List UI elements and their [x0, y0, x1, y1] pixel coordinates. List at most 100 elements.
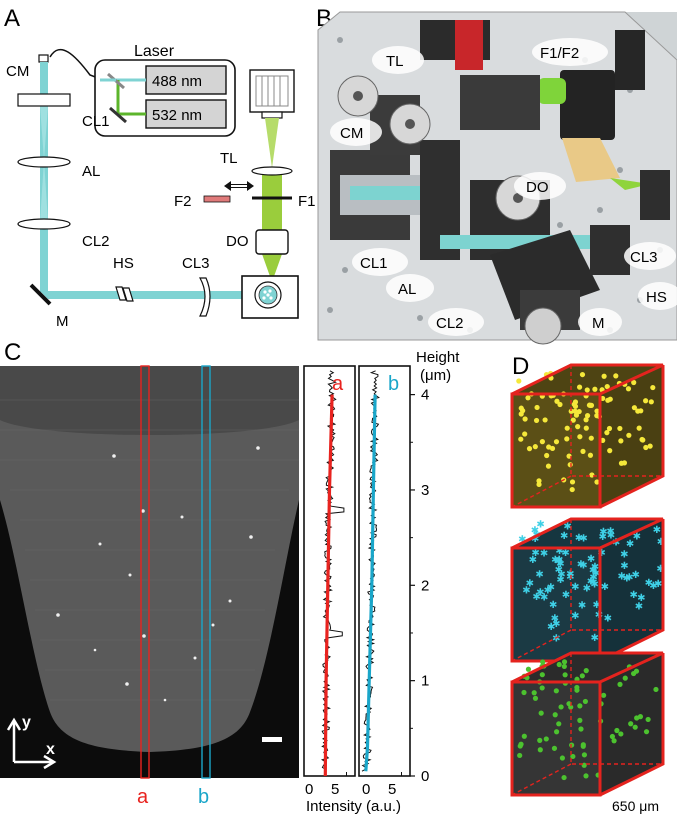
bead-marker: ✱ — [556, 575, 564, 586]
bead-marker — [577, 703, 583, 709]
bead-marker — [551, 745, 558, 751]
height-tick-label: 3 — [421, 482, 429, 499]
bead-marker — [607, 447, 613, 454]
bead-marker — [580, 448, 586, 454]
bead-marker — [594, 413, 600, 419]
bead-marker — [601, 373, 607, 379]
height-tick-label: 4 — [421, 387, 429, 404]
b-label-do: DO — [526, 179, 549, 196]
bead-marker — [570, 417, 576, 423]
xy-axes-icon — [6, 717, 57, 770]
bead-marker: ✱ — [589, 566, 597, 577]
intensity-tick-b0: 0 — [362, 781, 370, 798]
cm-coupler — [38, 54, 49, 63]
bead-marker — [631, 405, 637, 411]
height-axis-title: Height — [416, 349, 460, 366]
bead-marker: ✱ — [578, 601, 586, 612]
bead-marker — [647, 443, 653, 449]
label-tl: TL — [220, 150, 238, 167]
bead-marker: ✱ — [554, 557, 562, 568]
bead-marker — [618, 460, 625, 466]
bead-marker: ✱ — [560, 531, 568, 542]
bead-marker — [643, 729, 650, 735]
bead-marker — [537, 747, 543, 753]
bead-marker — [526, 446, 533, 452]
bead-marker: ✱ — [536, 520, 544, 531]
bead-marker — [577, 717, 583, 723]
bead-marker: ✱ — [654, 579, 662, 590]
bead-marker — [622, 675, 628, 681]
intensity-axis-label: Intensity (a.u.) — [306, 798, 401, 815]
bead-marker — [554, 398, 560, 404]
bead-marker — [625, 386, 632, 392]
bead-marker — [614, 727, 620, 734]
cube-yellow — [510, 363, 665, 509]
bead-marker — [604, 430, 610, 436]
bead-marker: ✱ — [592, 568, 600, 579]
bead-marker: ✱ — [522, 585, 530, 596]
bead-marker: ✱ — [531, 548, 539, 559]
intensity-tick-b5: 5 — [388, 781, 396, 798]
bead-marker: ✱ — [562, 590, 570, 601]
bead-marker — [540, 659, 546, 665]
bead-marker — [573, 412, 580, 418]
bead-marker — [564, 425, 570, 431]
tl-lens — [251, 166, 293, 176]
height-tick-label: 2 — [421, 577, 429, 594]
line-a-marker — [140, 365, 150, 779]
fit-trace-a — [323, 394, 334, 777]
b-label-m: M — [592, 315, 605, 332]
panel-label-a: A — [4, 5, 20, 32]
bead-marker: ✱ — [612, 537, 620, 548]
bead-marker: ✱ — [597, 548, 605, 559]
bead-marker: ✱ — [535, 570, 543, 581]
bead-marker — [577, 434, 583, 440]
bead-marker — [609, 733, 615, 740]
bead-marker — [537, 737, 543, 743]
bead-marker — [583, 425, 589, 431]
bead-marker: ✱ — [589, 572, 597, 583]
bead-marker — [601, 692, 607, 698]
b-label-cl1: CL1 — [360, 255, 388, 272]
bead-marker: ✱ — [555, 546, 563, 557]
raw-trace-a — [320, 370, 345, 772]
bead-marker — [568, 704, 574, 710]
f2-filter — [203, 195, 231, 203]
b-label-f1f2: F1/F2 — [540, 45, 579, 62]
bead-marker: ✱ — [593, 600, 601, 611]
bead-marker — [518, 741, 524, 747]
bead-marker: ✱ — [526, 579, 534, 590]
laser-488-label: 488 nm — [152, 73, 202, 90]
cl2-lens — [17, 218, 71, 230]
bead-marker: ✱ — [532, 592, 540, 603]
bead-marker: ✱ — [623, 574, 631, 585]
bead-marker — [617, 681, 623, 687]
bead-marker — [584, 387, 590, 393]
bead-marker — [578, 726, 584, 732]
bead-marker: ✱ — [633, 531, 641, 542]
fit-trace-b — [364, 394, 377, 772]
bead-marker — [568, 408, 574, 414]
bead-marker: ✱ — [577, 559, 585, 570]
bead-marker: ✱ — [556, 559, 564, 570]
bead-marker — [604, 383, 610, 390]
axis-y-letter: y — [22, 714, 31, 731]
bead-marker: ✱ — [529, 555, 537, 566]
bead-marker — [553, 729, 560, 735]
panel-a-schematic: Laser 488 nm 532 nm — [6, 43, 316, 330]
bead-marker — [567, 462, 573, 468]
bead-marker — [542, 417, 548, 423]
panel-d-cubes: ✱✱✱✱✱✱✱✱✱✱✱✱✱✱✱✱✱✱✱✱✱✱✱✱✱✱✱✱✱✱✱✱✱✱✱✱✱✱✱✱… — [510, 363, 665, 814]
bead-marker — [636, 425, 642, 431]
line-b-label: b — [198, 786, 209, 808]
b-label-al: AL — [398, 281, 416, 298]
bead-marker — [574, 687, 580, 693]
bead-marker: ✱ — [657, 537, 665, 548]
bead-marker — [559, 755, 566, 761]
bead-marker: ✱ — [607, 530, 615, 541]
label-cl1: CL1 — [82, 113, 110, 130]
bead-marker: ✱ — [583, 583, 591, 594]
height-tick-label: 1 — [421, 673, 429, 690]
bead-marker: ✱ — [544, 585, 552, 596]
bead-marker — [552, 712, 558, 718]
